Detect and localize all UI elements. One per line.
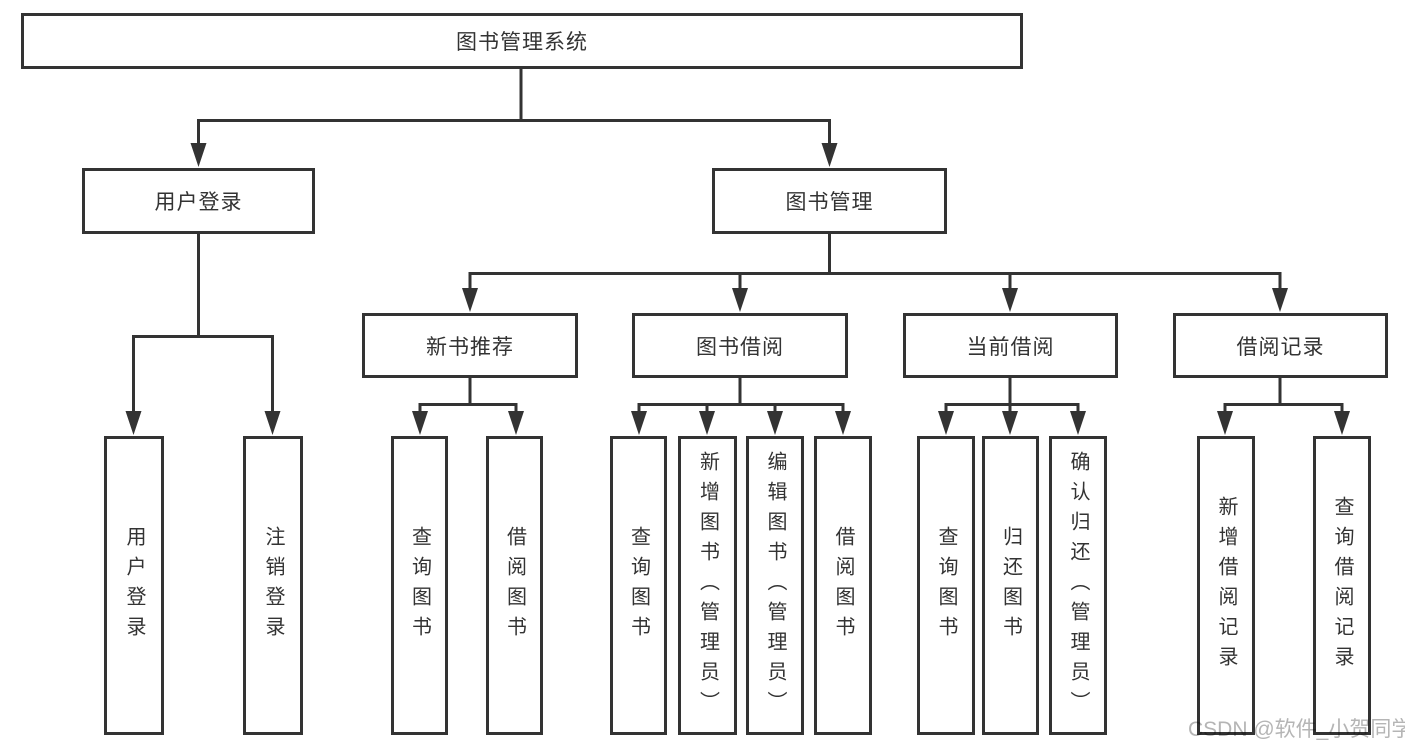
node-root-system: 图书管理系统 [21,13,1023,69]
node-current-borrow-label: 当前借阅 [966,335,1055,359]
node-book-borrow: 图书借阅 [632,313,848,378]
leaf-borrow-book: 借阅图书 [814,436,872,735]
leaf-query-borrow-record: 查询借阅记录 [1313,436,1371,735]
leaf-add-book-admin: 新增图书（管理员） [678,436,737,735]
node-user-login-label: 用户登录 [154,191,243,214]
leaf-add-borrow-record: 新增借阅记录 [1197,436,1255,735]
node-borrow-records-label: 借阅记录 [1236,335,1325,359]
leaf-return-book: 归还图书 [982,436,1039,735]
leaf-borrow-book-label: 借阅图书 [832,525,854,646]
node-borrow-records: 借阅记录 [1173,313,1388,378]
node-book-management: 图书管理 [712,168,947,234]
node-root-label: 图书管理系统 [456,31,588,54]
leaf-edit-book-admin-label: 编辑图书（管理员） [764,450,786,721]
leaf-query-borrow-record-label: 查询借阅记录 [1331,495,1353,676]
arrowheads [125,143,1350,435]
leaf-confirm-return-admin: 确认归还（管理员） [1049,436,1107,735]
leaf-return-book-label: 归还图书 [999,525,1022,646]
leaf-borrow-query-books: 查询图书 [610,436,667,735]
leaf-user-login-label: 用户登录 [123,525,145,646]
leaf-rec-query-books-label: 查询图书 [408,525,431,646]
leaf-logout-label: 注销登录 [262,525,284,646]
node-book-management-label: 图书管理 [785,191,874,214]
node-user-login: 用户登录 [82,168,315,234]
leaf-confirm-return-admin-label: 确认归还（管理员） [1067,450,1089,721]
leaf-add-borrow-record-label: 新增借阅记录 [1215,495,1237,676]
node-book-borrow-label: 图书借阅 [696,335,784,359]
leaf-rec-borrow-books: 借阅图书 [486,436,543,735]
node-new-book-recommend: 新书推荐 [362,313,578,378]
leaf-edit-book-admin: 编辑图书（管理员） [746,436,804,735]
leaf-add-book-admin-label: 新增图书（管理员） [696,450,719,721]
csdn-watermark: CSDN @软件_小贺同学 [1188,718,1405,741]
leaf-borrow-query-books-label: 查询图书 [627,525,650,646]
leaf-rec-borrow-books-label: 借阅图书 [503,525,526,646]
leaf-cur-query-books-label: 查询图书 [935,525,957,646]
leaf-cur-query-books: 查询图书 [917,436,975,735]
node-new-book-recommend-label: 新书推荐 [426,335,514,359]
node-current-borrow: 当前借阅 [903,313,1118,378]
leaf-logout: 注销登录 [243,436,303,735]
leaf-user-login: 用户登录 [104,436,164,735]
leaf-rec-query-books: 查询图书 [391,436,448,735]
